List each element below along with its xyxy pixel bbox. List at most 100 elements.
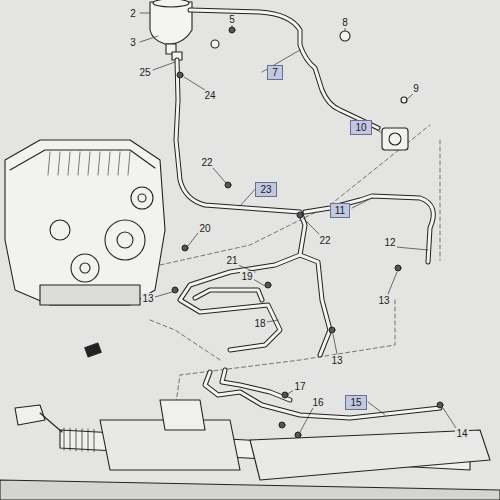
illustration-part: [64, 428, 65, 450]
callout-number: 15: [350, 397, 361, 408]
illustration-part: [282, 392, 288, 398]
illustration-part: [0, 400, 500, 500]
illustration-part: [333, 334, 337, 354]
callout-box: 15: [345, 395, 366, 410]
illustration-part: [440, 140, 441, 260]
callout-box: 10: [350, 120, 371, 135]
illustration-part: [195, 290, 262, 300]
illustration-part: [0, 480, 500, 500]
illustration-part: [94, 430, 95, 452]
illustration-part: [396, 247, 428, 250]
illustration-part: [78, 152, 80, 175]
illustration-part: [76, 429, 77, 451]
callout-number: 10: [355, 122, 366, 133]
illustration-part: [267, 320, 278, 322]
illustration-part: [190, 10, 378, 128]
illustration-part: [15, 405, 45, 425]
illustration-part: [437, 402, 443, 408]
illustration-part: [40, 413, 62, 432]
illustration-part: [128, 152, 130, 175]
illustration-part: [108, 152, 110, 175]
callout-box: 23: [255, 182, 276, 197]
illustration-part: [300, 255, 330, 355]
illustration-part: [406, 94, 413, 100]
callout-number: 11: [335, 205, 345, 216]
callout-number: 25: [138, 67, 151, 78]
illustration-part: [138, 194, 146, 202]
illustration-part: [175, 300, 395, 410]
illustration-part: [389, 133, 401, 145]
illustration-part: [177, 72, 183, 78]
illustration-part: [150, 320, 220, 360]
illustration-part: [48, 152, 130, 175]
callout-number: 20: [198, 223, 211, 234]
illustration-part: [98, 152, 100, 175]
illustration-part: [232, 25, 233, 27]
illustration-part: [305, 196, 433, 262]
callout-number: 22: [318, 235, 331, 246]
illustration-part: [68, 152, 70, 175]
illustration-part: [140, 13, 150, 14]
illustration-part: [80, 263, 90, 273]
illustration-part: [340, 31, 350, 41]
illustration-part: [153, 62, 175, 70]
illustration-part: [40, 285, 140, 305]
illustration-part: [180, 255, 300, 350]
illustration-part: [58, 152, 60, 175]
callout-number: 22: [200, 157, 213, 168]
illustration-part: [372, 127, 382, 133]
illustration-part: [211, 40, 219, 48]
illustration-part: [172, 287, 178, 293]
illustration-part: [188, 233, 198, 246]
illustration-part: [88, 429, 89, 451]
illustration-part: [10, 150, 155, 170]
illustration-part: [222, 370, 290, 400]
callout-number: 21: [225, 255, 238, 266]
callout-box: 7: [267, 65, 283, 80]
illustration-part: [388, 272, 397, 294]
illustration-part: [131, 187, 153, 209]
illustration-part: [153, 0, 189, 7]
illustration-part: [368, 402, 385, 415]
illustration-part: [5, 140, 165, 305]
callout-number: 13: [141, 293, 154, 304]
illustration-part: [176, 60, 305, 255]
illustration-part: [303, 218, 319, 234]
callout-number: 13: [330, 355, 343, 366]
illustration-part: [300, 255, 330, 355]
illustration-part: [297, 212, 303, 218]
illustration-part: [340, 31, 408, 150]
illustration-part: [140, 13, 456, 432]
illustration-part: [140, 36, 158, 42]
callout-number: 17: [293, 381, 306, 392]
illustration-part: [184, 77, 205, 90]
illustration-part: [305, 196, 433, 262]
illustration-part: [345, 28, 346, 31]
illustration-part: [105, 220, 145, 260]
callout-number: 12: [383, 237, 396, 248]
illustration-part: [443, 408, 456, 428]
illustration-part: [182, 245, 188, 251]
callout-number: 7: [272, 67, 278, 78]
illustration-part: [70, 428, 71, 450]
callout-number: 14: [455, 428, 468, 439]
illustration-part: [222, 370, 290, 400]
callout-number: 18: [253, 318, 266, 329]
illustration-part: [85, 343, 102, 357]
callout-box: 11: [330, 203, 350, 218]
callout-number: 24: [203, 90, 216, 101]
illustration-part: [150, 125, 440, 410]
illustration-part: [382, 128, 408, 150]
callout-number: 5: [228, 14, 236, 25]
illustration-part: [213, 168, 226, 183]
illustration-part: [250, 430, 490, 480]
callout-number: 2: [129, 8, 137, 19]
illustration-part: [329, 327, 335, 333]
illustration-part: [195, 290, 262, 300]
illustration-part: [48, 152, 50, 175]
illustration-part: [155, 292, 172, 297]
callout-number: 19: [240, 271, 253, 282]
illustration-part: [82, 429, 83, 451]
